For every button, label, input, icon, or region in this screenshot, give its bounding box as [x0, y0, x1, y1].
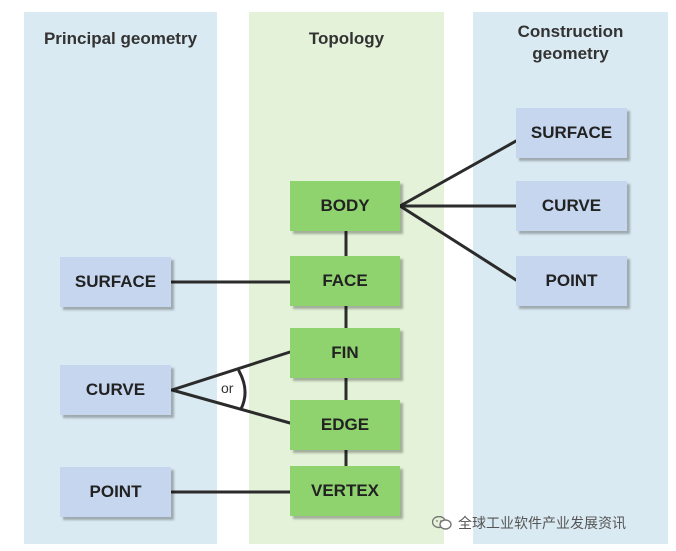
body-point-connector	[398, 204, 518, 282]
watermark-text: 全球工业软件产业发展资讯	[458, 516, 626, 532]
or-arc	[237, 369, 247, 411]
body-surface-connector	[398, 139, 518, 208]
construction-surface-box: SURFACE	[516, 108, 627, 158]
principal-surface-box: SURFACE	[60, 257, 171, 307]
topology-vertex-box: VERTEX	[290, 466, 400, 516]
topology-fin-box: FIN	[290, 328, 400, 378]
construction-point-box: POINT	[516, 256, 627, 306]
principal-curve-box: CURVE	[60, 365, 171, 415]
principal-geometry-title: Principal geometry	[43, 29, 198, 48]
or-label: or	[221, 380, 234, 396]
curve-edge-connector	[170, 388, 292, 425]
wechat-icon	[432, 516, 452, 530]
principal-point-box: POINT	[60, 467, 171, 517]
topology-title: Topology	[308, 29, 385, 48]
topology-body-box: BODY	[290, 181, 400, 231]
construction-geometry-title: Construction geometry	[517, 22, 624, 63]
watermark: 全球工业软件产业发展资讯	[432, 513, 626, 533]
topology-face-box: FACE	[290, 256, 400, 306]
construction-curve-box: CURVE	[516, 181, 627, 231]
curve-fin-connector	[170, 350, 292, 392]
topology-edge-box: EDGE	[290, 400, 400, 450]
